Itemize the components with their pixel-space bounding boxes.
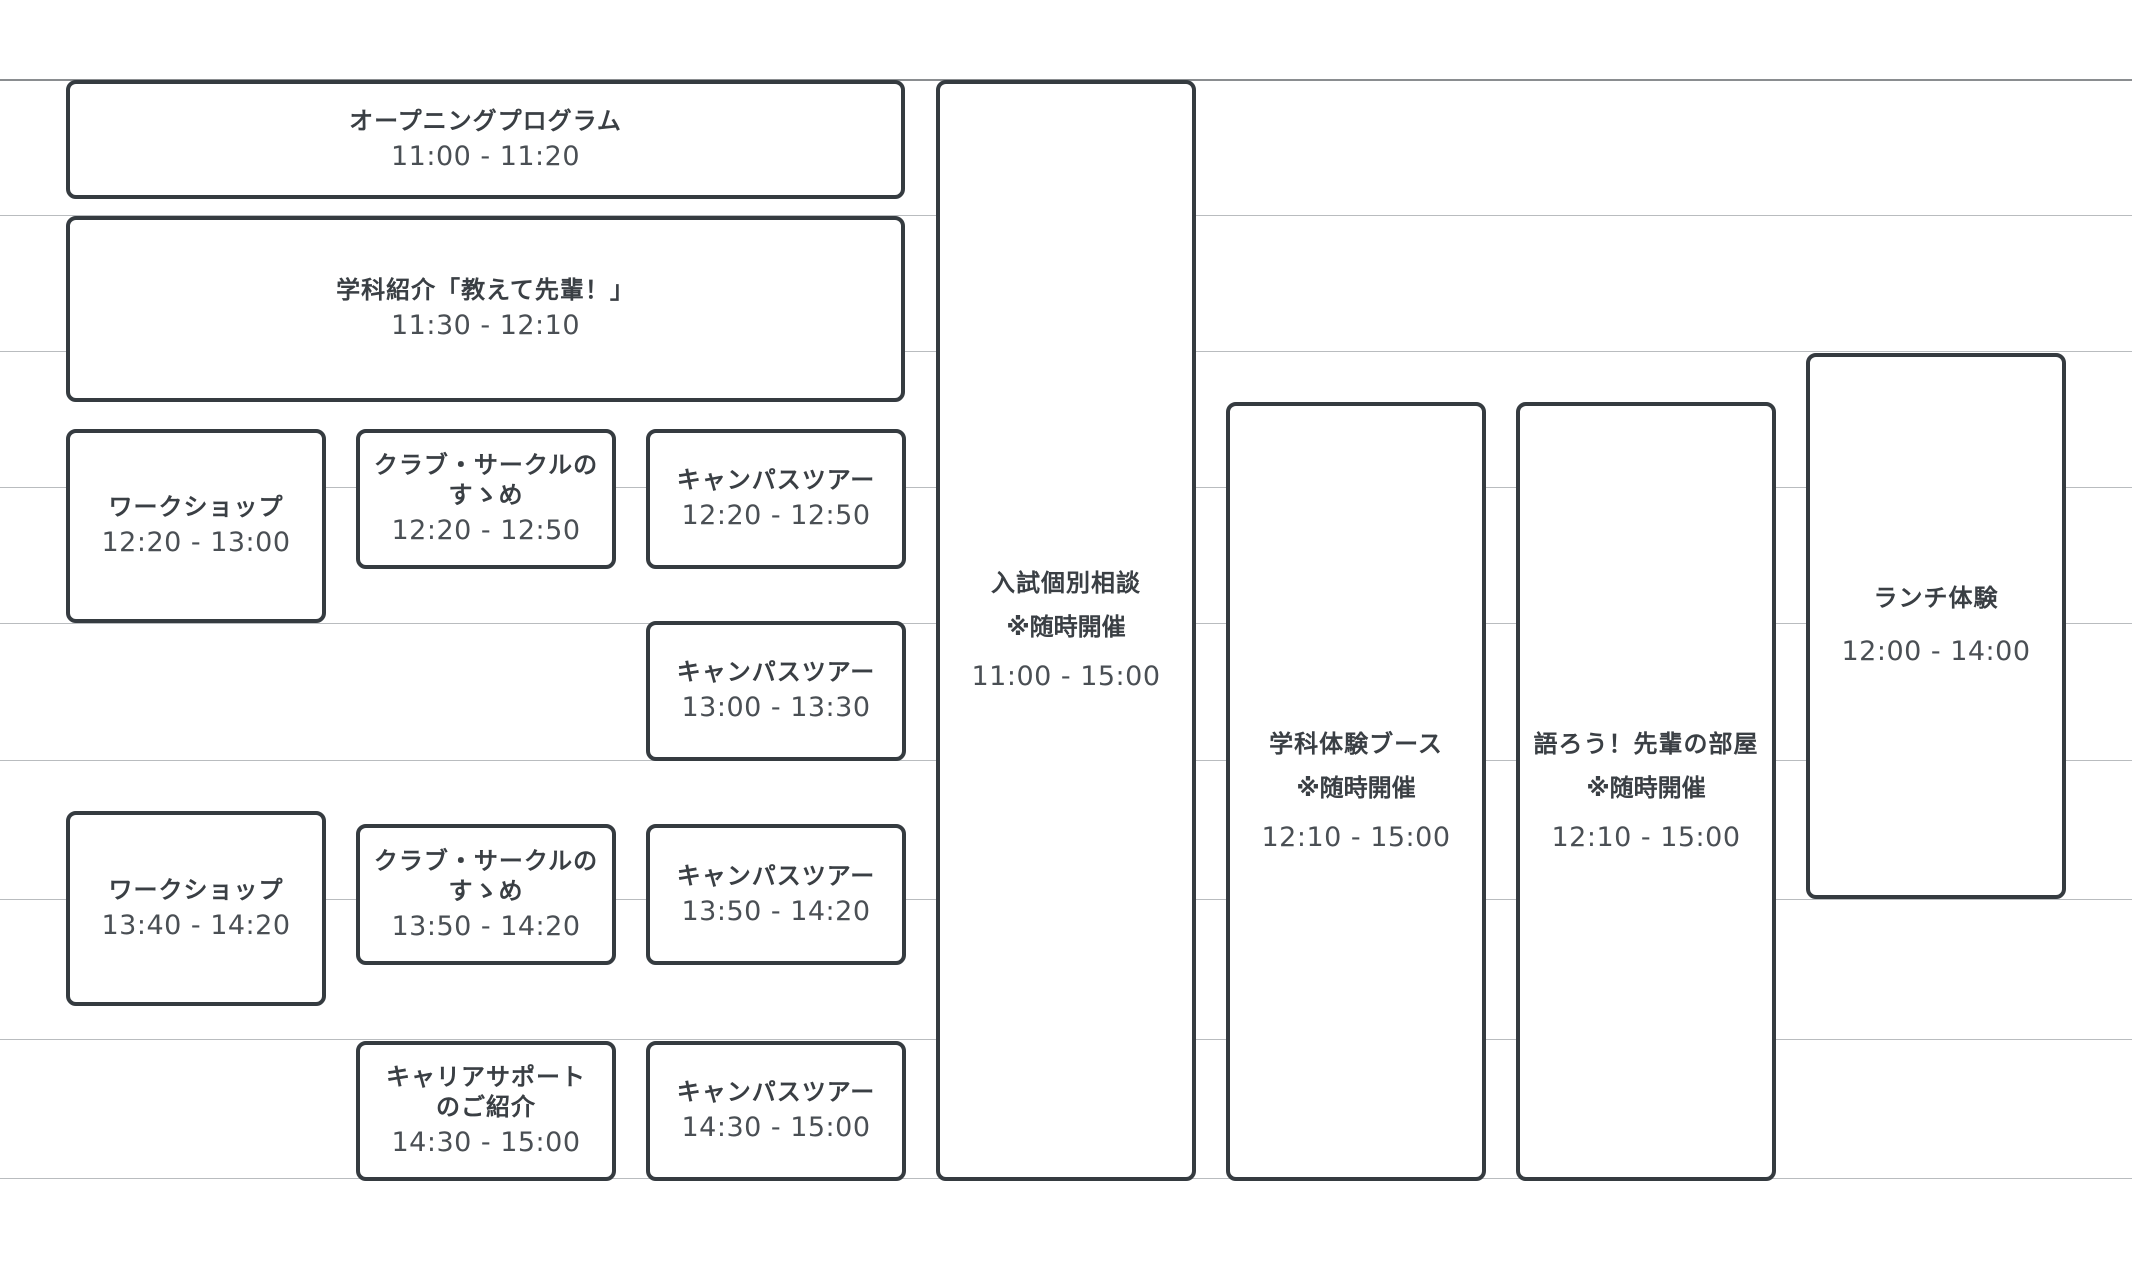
- event-title: 学科体験ブース: [1269, 729, 1443, 758]
- event-campus-tour-1[interactable]: キャンパスツアー 12:20 - 12:50: [646, 429, 906, 569]
- event-time: 13:40 - 14:20: [101, 909, 291, 941]
- event-department-booth[interactable]: 学科体験ブース ※随時開催 12:10 - 15:00: [1226, 402, 1486, 1181]
- event-admission-consultation[interactable]: 入試個別相談 ※随時開催 11:00 - 15:00: [936, 80, 1196, 1181]
- event-campus-tour-3[interactable]: キャンパスツアー 13:50 - 14:20: [646, 824, 906, 965]
- event-campus-tour-2[interactable]: キャンパスツアー 13:00 - 13:30: [646, 621, 906, 761]
- event-time: 13:50 - 14:20: [391, 910, 581, 942]
- event-time: 14:30 - 15:00: [391, 1127, 581, 1158]
- event-time: 11:30 - 12:10: [390, 310, 581, 341]
- event-club-circle-1[interactable]: クラブ・サークルの すゝめ 12:20 - 12:50: [356, 429, 616, 569]
- event-title: キャンパスツアー: [676, 1078, 876, 1106]
- event-time: 12:10 - 15:00: [1551, 821, 1741, 853]
- event-time: 11:00 - 15:00: [971, 660, 1161, 692]
- event-senpai-room[interactable]: 語ろう！先輩の部屋 ※随時開催 12:10 - 15:00: [1516, 402, 1776, 1181]
- event-title: ワークショップ: [108, 875, 284, 904]
- event-time: 12:20 - 12:50: [391, 515, 581, 546]
- event-title: 入試個別相談: [991, 568, 1141, 597]
- event-time: 11:00 - 11:20: [390, 140, 581, 172]
- event-opening-program[interactable]: オープニングプログラム 11:00 - 11:20: [66, 80, 905, 199]
- event-title: キャリアサポート のご紹介: [386, 1063, 586, 1121]
- event-title: クラブ・サークルの すゝめ: [373, 451, 599, 509]
- event-title: キャンパスツアー: [676, 466, 876, 494]
- event-title: キャンパスツアー: [676, 658, 876, 686]
- event-title: クラブ・サークルの すゝめ: [373, 846, 599, 905]
- event-workshop-2[interactable]: ワークショップ 13:40 - 14:20: [66, 811, 326, 1006]
- event-workshop-1[interactable]: ワークショップ 12:20 - 13:00: [66, 429, 326, 623]
- event-note: ※随時開催: [1296, 773, 1416, 802]
- event-time: 13:00 - 13:30: [681, 692, 871, 723]
- event-title: ランチ体験: [1873, 584, 1999, 612]
- event-time: 13:50 - 14:20: [681, 895, 871, 927]
- event-time: 14:30 - 15:00: [681, 1112, 871, 1143]
- event-campus-tour-4[interactable]: キャンパスツアー 14:30 - 15:00: [646, 1041, 906, 1181]
- event-time: 12:00 - 14:00: [1841, 636, 2031, 667]
- event-time: 12:20 - 12:50: [681, 500, 871, 531]
- event-title: キャンパスツアー: [676, 861, 876, 890]
- event-note: ※随時開催: [1586, 773, 1706, 802]
- event-title: ワークショップ: [108, 493, 284, 521]
- event-department-intro[interactable]: 学科紹介「教えて先輩！」 11:30 - 12:10: [66, 216, 905, 402]
- event-career-support[interactable]: キャリアサポート のご紹介 14:30 - 15:00: [356, 1041, 616, 1181]
- event-title: オープニングプログラム: [349, 106, 622, 135]
- event-time: 12:20 - 13:00: [101, 527, 291, 558]
- event-title: 語ろう！先輩の部屋: [1533, 729, 1759, 758]
- event-club-circle-2[interactable]: クラブ・サークルの すゝめ 13:50 - 14:20: [356, 824, 616, 965]
- event-lunch-experience[interactable]: ランチ体験 12:00 - 14:00: [1806, 353, 2066, 899]
- event-note: ※随時開催: [1006, 612, 1126, 641]
- event-time: 12:10 - 15:00: [1261, 821, 1451, 853]
- event-title: 学科紹介「教えて先輩！」: [336, 276, 635, 304]
